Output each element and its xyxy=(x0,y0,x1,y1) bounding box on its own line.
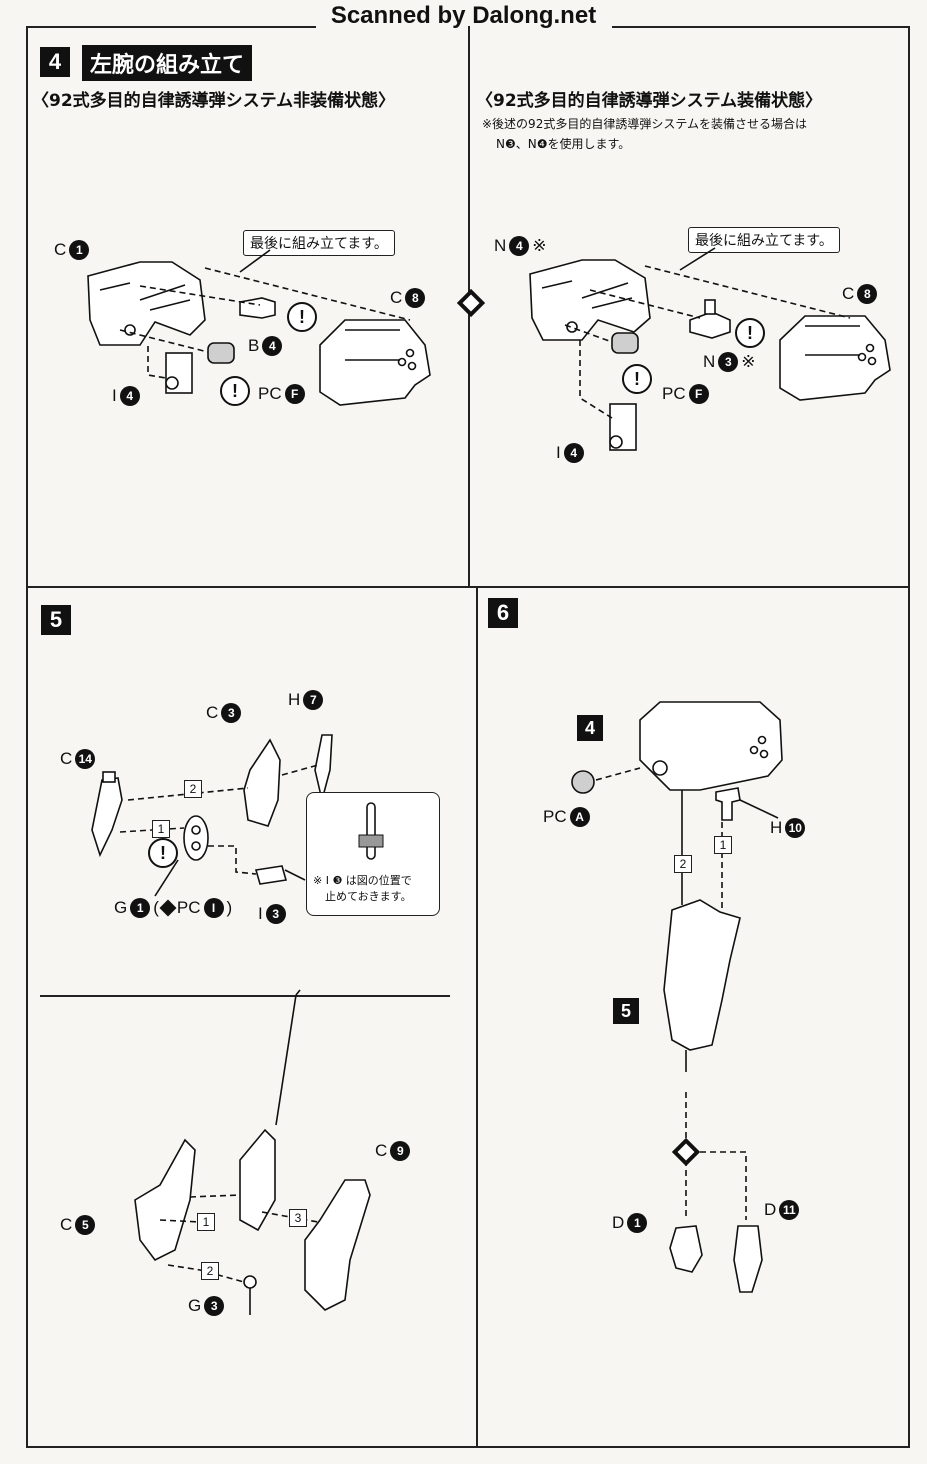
connector-diamond-icon xyxy=(456,288,486,318)
part-i3 xyxy=(254,865,288,885)
warning-icon: ! xyxy=(735,318,765,348)
part-assembly-4 xyxy=(639,701,783,791)
order-box-2: 2 xyxy=(184,780,202,798)
divider-step5-6 xyxy=(476,586,478,1448)
inset-part-diagram xyxy=(358,802,384,860)
step-4-left-subtitle: 〈92式多目的自律誘導弾システム非装備状態〉 xyxy=(32,91,396,111)
part-c14 xyxy=(91,777,123,858)
divider-horizontal xyxy=(26,586,910,588)
warning-icon: ! xyxy=(220,376,250,406)
part-d11-hand xyxy=(733,1225,763,1293)
order-box-1: 1 xyxy=(197,1213,215,1231)
frame-left xyxy=(26,26,28,1448)
inset-note-line-1: ※ I ❸ は図の位置で xyxy=(313,874,412,887)
step-4-title: 左腕の組み立て xyxy=(82,45,253,81)
step-6-badge: 6 xyxy=(488,598,518,628)
scan-watermark: Scanned by Dalong.net xyxy=(330,2,597,29)
frame-bottom xyxy=(26,1446,910,1448)
part-c9 xyxy=(304,1179,371,1311)
order-box-1: 1 xyxy=(152,820,170,838)
warning-icon: ! xyxy=(287,302,317,332)
step-4-right-note-2: N❸、N❹を使用します。 xyxy=(496,137,631,151)
part-c1-arm xyxy=(87,261,206,346)
connector-diamond-icon xyxy=(671,1137,701,1167)
part-c8-block-right xyxy=(779,315,891,401)
part-pca xyxy=(571,770,595,794)
step-6-sub-5: 5 xyxy=(613,998,639,1024)
frame-right xyxy=(908,26,910,1448)
frame-top-right xyxy=(612,26,910,28)
step-6-sub-4: 4 xyxy=(577,715,603,741)
order-box-2: 2 xyxy=(674,855,692,873)
part-c5 xyxy=(134,1138,196,1262)
order-box-2: 2 xyxy=(201,1262,219,1280)
warning-icon: ! xyxy=(622,364,652,394)
step-5-inset-note: ※ I ❸ は図の位置で 止めておきます。 xyxy=(306,792,440,916)
warning-icon: ! xyxy=(148,838,178,868)
part-assembly-5 xyxy=(663,899,741,1051)
divider-step5-subsection xyxy=(40,995,450,997)
part-c8-block xyxy=(319,319,431,406)
step-5-badge: 5 xyxy=(41,605,71,635)
part-pcf-right xyxy=(611,332,639,354)
part-pcf xyxy=(207,342,235,364)
part-n4-arm xyxy=(529,259,651,341)
step-4-right-note-1: ※後述の92式多目的自律誘導弾システムを装備させる場合は xyxy=(482,117,807,131)
step-4-right-subtitle: 〈92式多目的自律誘導弾システム装備状態〉 xyxy=(476,91,823,111)
part-d1-hand xyxy=(669,1225,703,1273)
order-box-1: 1 xyxy=(714,836,732,854)
inset-note-line-2: 止めておきます。 xyxy=(325,890,412,903)
part-g1-ring xyxy=(183,815,209,861)
order-box-3: 3 xyxy=(289,1209,307,1227)
step-4-badge: 4 xyxy=(40,47,70,77)
part-center-assembly xyxy=(239,1128,276,1232)
part-h10 xyxy=(715,787,741,821)
part-c3 xyxy=(243,738,281,827)
frame-top-left xyxy=(26,26,316,28)
